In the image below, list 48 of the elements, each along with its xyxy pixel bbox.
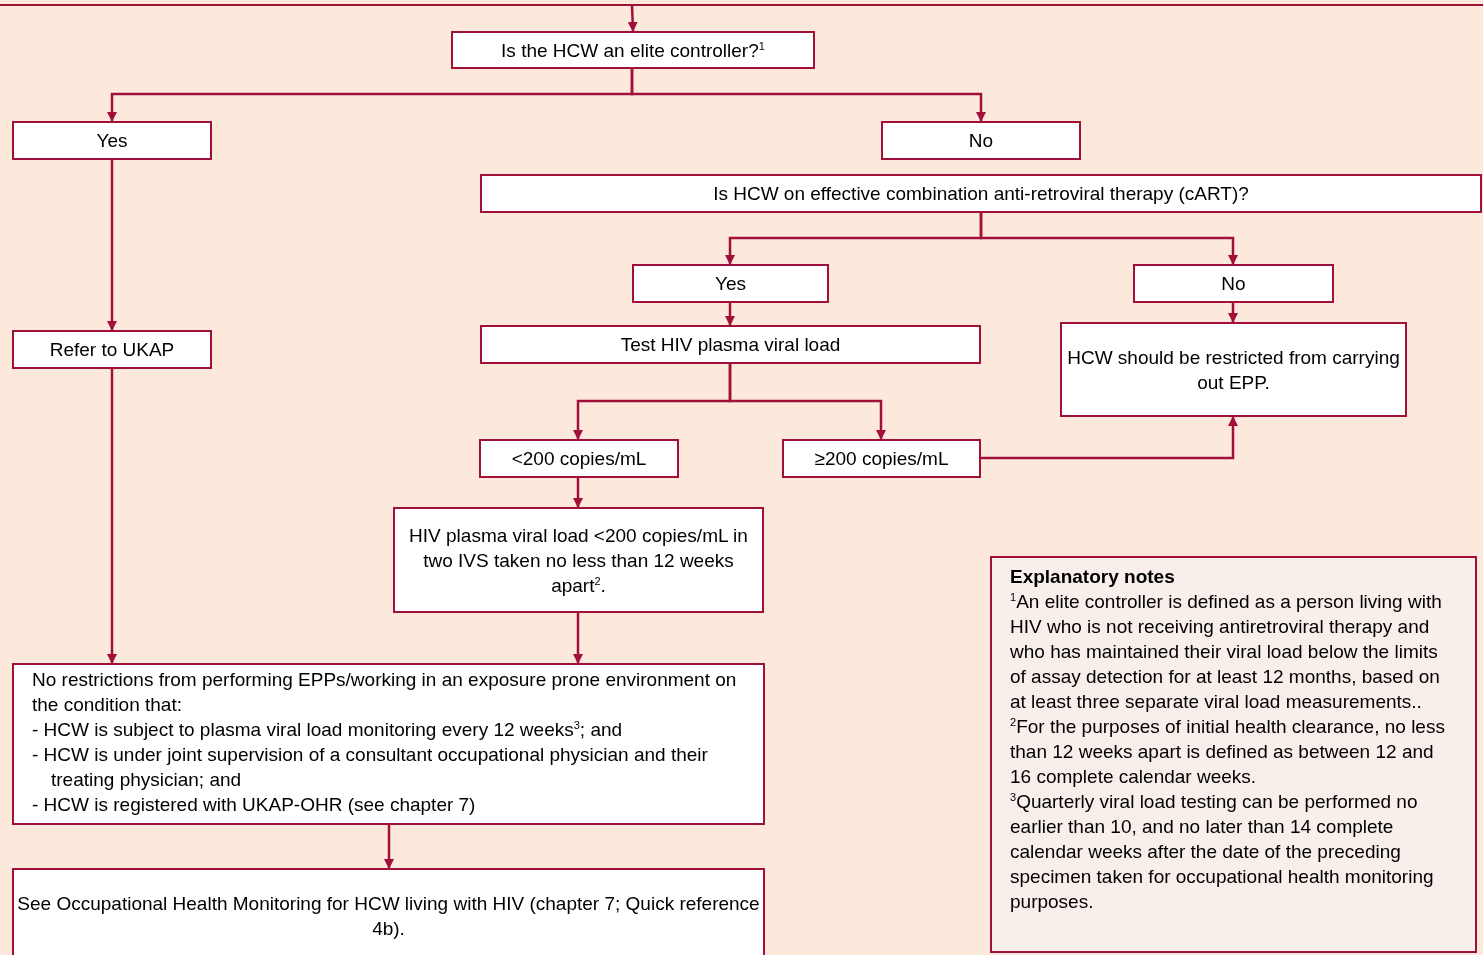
notes-heading: Explanatory notes: [1010, 565, 1176, 589]
box-text: Refer to UKAP: [49, 338, 175, 362]
box-text: HIV plasma viral load <200 copies/mL in two IVS taken no less than 12 weeks apart$^{2}$.: [408, 523, 749, 598]
process-box: [393, 507, 764, 613]
arrow: [1228, 303, 1238, 323]
arrow: [107, 369, 117, 664]
footnote-text: $^{1}$An elite controller is defined as a person living with HIV who is not receiving antiretroviral therapy and who has maintained their viral load below the limits of assay detection for at least 12 months, based on at least three separate viral load measurements..: [1010, 590, 1443, 714]
condition-text: No restrictions from performing EPPs/working in an exposure prone environment on the condition that:: [32, 668, 738, 717]
process-box: [632, 264, 829, 303]
arrow: [728, 364, 886, 440]
process-box: [480, 325, 981, 364]
arrow: [630, 69, 986, 122]
process-box: [881, 121, 1081, 160]
box-text: No: [968, 129, 994, 153]
box-text: ≥200 copies/mL: [814, 447, 949, 471]
process-box: [12, 330, 212, 369]
box-text: Yes: [96, 129, 128, 153]
process-box: [782, 439, 981, 478]
process-box: [1060, 322, 1407, 417]
process-box: [480, 174, 1482, 213]
process-box: [451, 31, 815, 69]
condition-item: - HCW is subject to plasma viral load monitoring every 12 weeks$^{3}$; and: [32, 718, 624, 742]
arrow: [627, 4, 638, 32]
box-text: Is the HCW an elite controller?$^{1}$: [501, 38, 765, 63]
condition-item: - HCW is under joint supervision of a consultant occupational physician and their treating physician; and: [32, 743, 709, 792]
arrow: [573, 478, 583, 508]
footnote-text: $^{2}$For the purposes of initial health clearance, no less than 12 weeks apart is defined as between 12 and 16 complete calendar weeks.: [1010, 715, 1446, 789]
process-box: [12, 868, 765, 955]
arrow: [107, 160, 117, 331]
notes-box: [990, 556, 1477, 953]
condition-box: [12, 663, 765, 825]
box-text: Yes: [715, 272, 746, 296]
box-text: <200 copies/mL: [511, 447, 647, 471]
process-box: [12, 121, 212, 160]
box-text: Is HCW on effective combination anti-retroviral therapy (cART)?: [713, 182, 1249, 206]
box-text: No: [1221, 272, 1246, 296]
arrow: [981, 416, 1238, 460]
arrow: [979, 213, 1238, 265]
condition-item: - HCW is registered with UKAP-OHR (see chapter 7): [32, 793, 477, 817]
arrow: [725, 303, 735, 326]
arrow: [573, 613, 583, 664]
arrow: [384, 825, 394, 869]
box-text: Test HIV plasma viral load: [620, 333, 841, 357]
process-box: [1133, 264, 1334, 303]
box-text: HCW should be restricted from carrying out EPP.: [1066, 345, 1401, 395]
footnote-text: $^{3}$Quarterly viral load testing can be performed no earlier than 10, and no later than 14 complete calendar weeks after the date of the preceding specimen taken for occupational health monitoring purposes.: [1010, 790, 1435, 914]
process-box: [479, 439, 679, 478]
box-text: See Occupational Health Monitoring for HCW living with HIV (chapter 7; Quick reference 4b).: [16, 891, 761, 941]
